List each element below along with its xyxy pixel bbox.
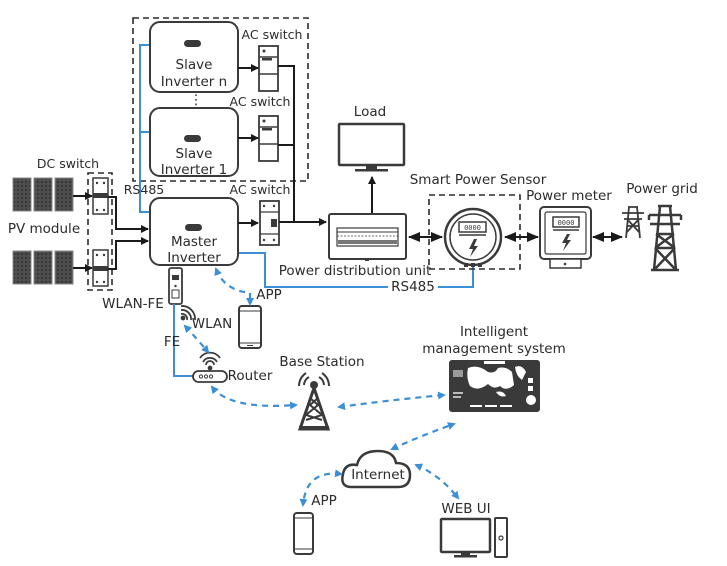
fe-line	[173, 304, 194, 377]
power-meter-icon: 0000	[539, 206, 592, 269]
ellipsis-label: ⋮	[189, 92, 203, 108]
pv-module-label: PV module	[8, 221, 80, 237]
base-station-icon	[297, 372, 331, 431]
rs485-bus-line	[139, 44, 150, 213]
dc-switch-box	[87, 172, 113, 291]
wlan-signal-icon	[180, 305, 196, 321]
slave-inverter-n: Slave Inverter n	[149, 21, 239, 93]
rs485-sensor-line	[237, 252, 474, 288]
internet-label: Internet	[351, 467, 405, 483]
dc-switch-label: DC switch	[37, 156, 99, 171]
fe-label: FE	[164, 334, 180, 350]
router-label: Router	[228, 368, 273, 384]
base-station-label: Base Station	[279, 354, 364, 370]
master-inverter-label-1: Master	[171, 234, 218, 250]
smart-power-sensor-icon: 0000	[443, 207, 503, 267]
svg-text:0000: 0000	[464, 224, 481, 232]
power-grid-large-tower-icon	[647, 204, 683, 272]
inverter-led-icon	[185, 224, 202, 231]
internet-to-webui-link	[414, 463, 460, 500]
slave-inverter-1-label-2: Inverter 1	[161, 162, 227, 178]
app-remote-label: APP	[311, 493, 337, 509]
load-monitor-icon	[337, 122, 406, 172]
ims-label-1: Intelligent	[460, 324, 528, 340]
slave-inverter-n-label-2: Inverter n	[161, 74, 227, 90]
rs485-top-label: RS485	[124, 182, 164, 197]
wlan-fe-label: WLAN-FE	[102, 296, 164, 312]
power-distribution-unit-icon	[328, 213, 407, 261]
svg-text:0000: 0000	[558, 219, 575, 227]
load-label: Load	[354, 104, 386, 120]
ac-switch-1-icon	[258, 115, 279, 162]
ac-switch-master-label: AC switch	[230, 182, 291, 197]
wlan-to-router-link	[183, 324, 210, 354]
power-meter-label: Power meter	[526, 188, 612, 204]
slave-inverter-1: Slave Inverter 1	[149, 107, 239, 178]
internet-to-app-link	[299, 469, 343, 507]
rs485-bottom-label: RS485	[391, 279, 435, 295]
master-inverter-label-2: Inverter	[167, 250, 221, 266]
dc-switch-2-icon	[92, 249, 109, 287]
base-station-to-ims-link	[337, 391, 446, 411]
power-distribution-unit-label: Power distribution unit	[279, 263, 432, 279]
dc2-to-master-line	[108, 237, 149, 270]
slave-inverter-n-label-1: Slave	[176, 57, 213, 73]
wlan-fe-dongle-icon	[168, 267, 183, 305]
internet-to-ims-link	[390, 422, 456, 451]
ims-label-2: management system	[422, 341, 566, 357]
slave-inverter-1-label-1: Slave	[176, 146, 213, 162]
wlan-label: WLAN	[192, 316, 233, 332]
ac-switch-n-icon	[258, 45, 279, 92]
power-grid-small-tower-icon	[622, 206, 644, 239]
power-grid-label: Power grid	[626, 181, 698, 197]
pv-module-2-icon	[12, 250, 74, 285]
pv-module-1-icon	[12, 177, 74, 212]
inverter-led-icon	[184, 40, 201, 47]
dc1-to-master-line	[108, 196, 149, 233]
ims-dashboard-icon	[449, 360, 540, 412]
inverter-led-icon	[184, 135, 201, 142]
ac-switch-1-label: AC switch	[230, 94, 291, 109]
router-wifi-icon	[199, 351, 221, 371]
smart-power-sensor-label: Smart Power Sensor	[410, 172, 547, 188]
dc-switch-1-icon	[92, 177, 109, 215]
app-local-phone-icon	[238, 305, 262, 349]
router-icon	[192, 370, 228, 383]
router-to-base-station-link	[210, 385, 298, 410]
master-inverter: Master Inverter	[149, 197, 239, 266]
app-local-label: APP	[256, 287, 282, 303]
web-ui-label: WEB UI	[441, 501, 490, 517]
web-ui-computer-icon	[439, 517, 508, 558]
app-remote-phone-icon	[293, 512, 314, 555]
internet-cloud-icon	[341, 449, 412, 489]
ac-switch-master-icon	[259, 200, 280, 246]
ac-switch-n-label: AC switch	[242, 27, 303, 42]
ac-collector-line	[278, 65, 295, 222]
slave-group-box	[132, 17, 309, 182]
inverter-to-app-link	[214, 267, 254, 306]
